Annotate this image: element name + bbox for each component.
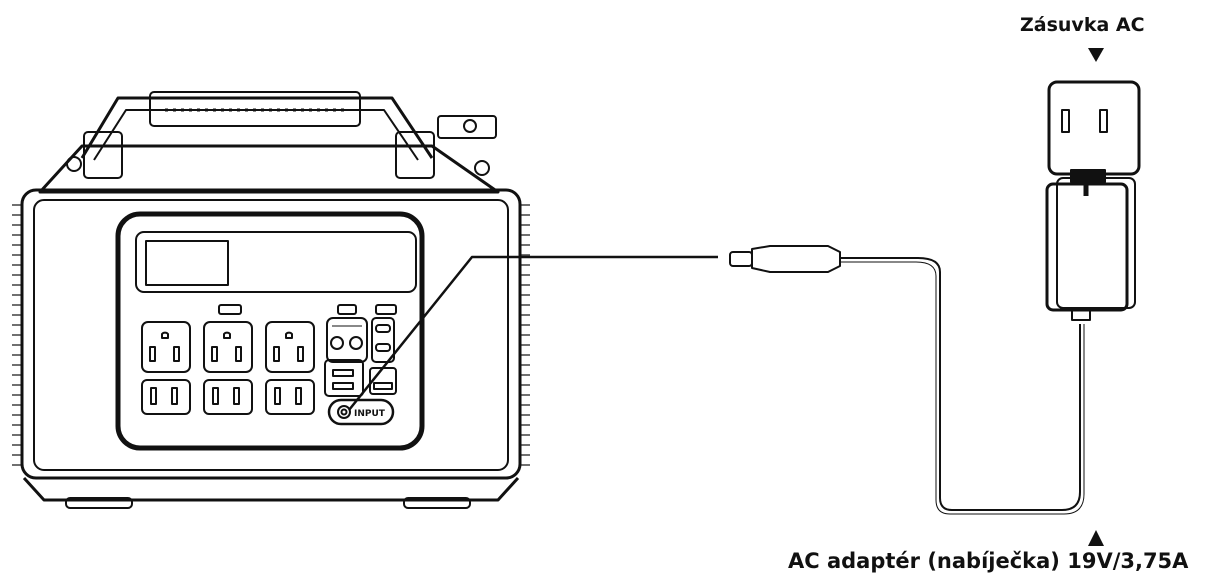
dc-plug <box>729 245 841 273</box>
ac-socket-label: Zásuvka AC <box>1020 14 1145 36</box>
socket-arrow <box>1088 48 1104 62</box>
input-port <box>327 398 395 426</box>
input-port-label: INPUT <box>354 409 386 419</box>
connection-line <box>348 255 718 411</box>
lcd-display <box>135 231 417 293</box>
adapter-arrow <box>1088 530 1104 546</box>
ac-outlets <box>141 321 315 415</box>
front-panel <box>115 211 425 451</box>
adapter-cable <box>840 257 1081 511</box>
power-station <box>12 91 530 509</box>
station-body <box>20 188 522 480</box>
ac-adapter <box>1045 80 1141 321</box>
carry-handle <box>80 96 434 159</box>
ac-adapter-label: AC adaptér (nabíječka) 19V/3,75A <box>788 549 1189 573</box>
